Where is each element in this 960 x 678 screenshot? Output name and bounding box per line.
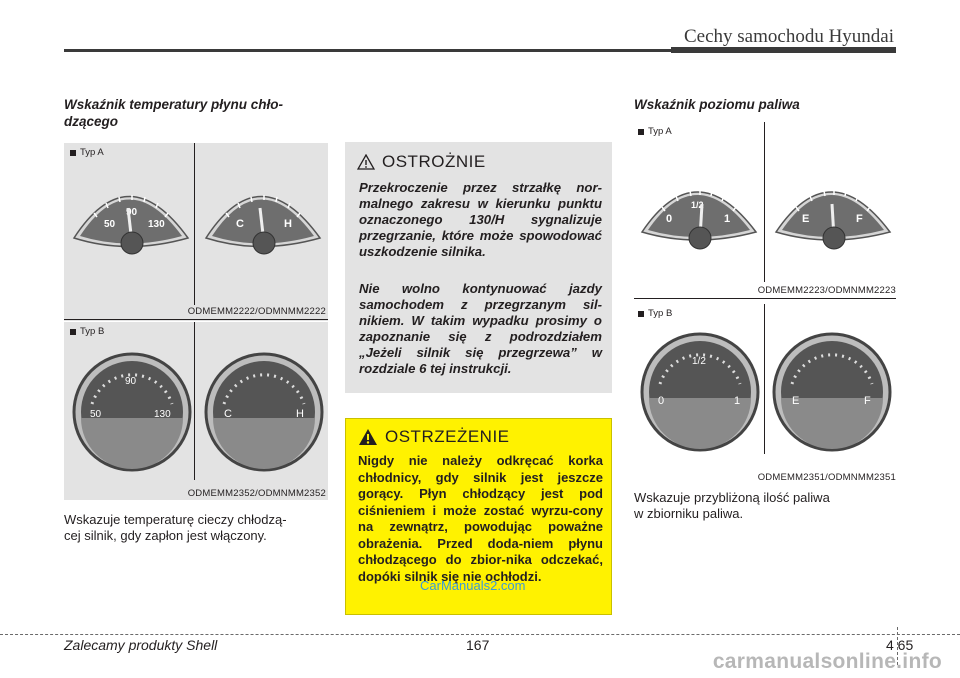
gauge-hub: [688, 226, 712, 250]
gauge-ticks: [790, 353, 874, 385]
bullet-square-icon: [70, 328, 76, 335]
gauge-high-label: 1: [724, 213, 730, 225]
gauge-mid-label: 90: [125, 376, 137, 387]
footer-divider: [897, 627, 898, 665]
gauge-mid-label: 1/2: [692, 356, 706, 367]
gauge-high-label: 130: [154, 409, 171, 420]
fuel-gauges-typeB: 0 1/2 1 E F: [640, 332, 892, 452]
type-label: Typ A: [70, 147, 104, 158]
figure-divider-h: [634, 298, 896, 299]
caution-title: OSTROŻNIE: [382, 152, 486, 171]
coolant-typeB-figure: Typ B 50 90 130 C H ODMEMM2352/ODMNMM235…: [64, 322, 328, 500]
gauge-low-label: 50: [90, 409, 102, 420]
warning-title: OSTRZEŻENIE: [385, 427, 510, 446]
caution-triangle-icon: [357, 154, 375, 170]
bullet-square-icon: [638, 128, 644, 135]
gauge-lower-face: [781, 398, 883, 449]
image-code: ODMEMM2223/ODMNMM2223: [757, 285, 896, 296]
type-label-text: Typ B: [80, 326, 105, 337]
gauge-high-label: F: [864, 395, 871, 407]
type-label: Typ B: [638, 308, 672, 319]
warning-box: OSTRZEŻENIE Nigdy nie należy odkręcać ko…: [345, 418, 612, 615]
fuel-typeA-figure: Typ A 0 1/2 1 E F ODMEMM2223/ODMNMM2223: [634, 122, 896, 302]
gauge-low-label: E: [802, 213, 809, 225]
gauge-lower-face: [213, 418, 315, 469]
section-title-fuel: Wskaźnik poziomu paliwa: [634, 97, 800, 112]
gauge-ticks: [90, 373, 174, 405]
type-label: Typ A: [638, 126, 672, 137]
fuel-typeB-figure: Typ B 0 1/2 1 E F ODMEMM2351/ODMNMM2351: [634, 304, 896, 484]
gauge-face: [648, 195, 750, 237]
section-title-coolant: Wskaźnik temperatury płynu chło- dzącego: [64, 97, 284, 129]
gauge-ticks: [658, 353, 742, 385]
coolant-typeA-figure: Typ A 50 90 130 C H ODMEMM2222/ODMNMM222…: [64, 143, 328, 321]
chapter-page-number: 4 65: [886, 637, 914, 653]
gauge-ticks: [93, 195, 169, 218]
gauge-lower-face: [649, 398, 751, 449]
gauge-low-label: E: [792, 395, 799, 407]
bullet-square-icon: [638, 310, 644, 317]
warning-header: OSTRZEŻENIE: [358, 427, 510, 447]
gauge-hub: [822, 226, 846, 250]
gauge-low-label: 0: [658, 395, 664, 407]
caution-paragraph-2: Nie wolno kontynuować jazdy samochodem z…: [359, 281, 602, 376]
gauge-ticks: [795, 190, 871, 212]
gauge-low-label: 0: [666, 213, 672, 225]
gauge-mid-label: 90: [126, 207, 138, 218]
watermark-bottom: carmanualsonline.info: [712, 650, 942, 673]
gauge-mid-label: 1/2: [691, 200, 704, 210]
type-label-text: Typ A: [80, 147, 104, 158]
figure-divider: [194, 322, 195, 480]
figure-divider: [764, 122, 765, 282]
fuel-gauges-typeA: 0 1/2 1 E F: [640, 190, 892, 250]
coolant-description: Wskazuje temperaturę cieczy chłodzą- cej…: [64, 512, 287, 543]
figure-divider: [194, 143, 195, 305]
caution-header: OSTROŻNIE: [357, 152, 486, 172]
image-code: ODMEMM2352/ODMNMM2352: [187, 488, 326, 499]
figure-divider: [764, 304, 765, 454]
caution-paragraph-1: Przekroczenie przez strzałkę nor-malnego…: [359, 180, 602, 259]
image-code: ODMEMM2351/ODMNMM2351: [757, 472, 896, 483]
type-label: Typ B: [70, 326, 104, 337]
gauge-hub: [120, 231, 144, 255]
gauge-ticks: [661, 190, 737, 212]
type-label-text: Typ B: [648, 308, 673, 319]
gauge-lower-face: [81, 418, 183, 469]
header-rule: [64, 49, 896, 52]
gauge-high-label: H: [284, 218, 292, 230]
gauge-ticks: [225, 195, 301, 218]
fuel-description: Wskazuje przybliżoną ilość paliwa w zbio…: [634, 490, 830, 521]
bullet-square-icon: [70, 149, 76, 156]
header-rule-accent: [671, 47, 896, 53]
footer-rule: [0, 634, 960, 635]
warning-triangle-icon: [359, 429, 377, 445]
caution-box: OSTROŻNIE Przekroczenie przez strzałkę n…: [345, 140, 612, 393]
gauge-high-label: H: [296, 408, 304, 420]
footer-left-text: Zalecamy produkty Shell: [64, 637, 218, 653]
gauge-high-label: 130: [148, 219, 165, 230]
gauge-hub: [252, 231, 276, 255]
gauge-high-label: 1: [734, 395, 740, 407]
type-label-text: Typ A: [648, 126, 672, 137]
warning-text: Nigdy nie należy odkręcać korka chłodnic…: [358, 453, 603, 584]
page-header-title: Cechy samochodu Hyundai: [683, 26, 894, 47]
gauge-low-label: C: [236, 218, 244, 230]
gauge-low-label: 50: [104, 219, 116, 230]
coolant-gauges-typeB: 50 90 130 C H: [72, 352, 324, 472]
watermark-site: CarManuals2.com: [420, 578, 526, 593]
page-number: 167: [466, 637, 490, 653]
image-code: ODMEMM2222/ODMNMM2222: [187, 306, 326, 317]
figure-divider-h: [64, 319, 328, 320]
coolant-gauges-typeA: 50 90 130 C H: [72, 195, 322, 255]
gauge-ticks: [222, 373, 306, 405]
gauge-low-label: C: [224, 408, 232, 420]
gauge-high-label: F: [856, 213, 863, 225]
